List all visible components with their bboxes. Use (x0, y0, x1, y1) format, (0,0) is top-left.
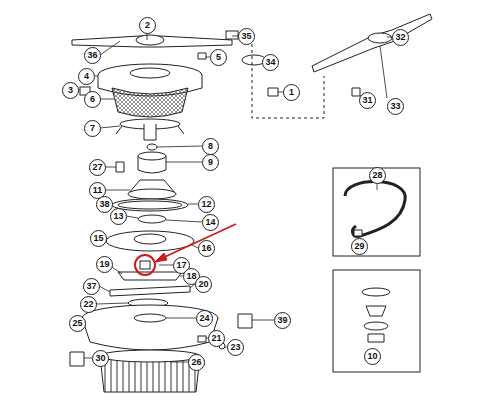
callout-number: 38 (96, 196, 113, 213)
callout-number: 5 (210, 49, 227, 66)
callout-number: 34 (262, 54, 279, 71)
callout-number: 39 (274, 312, 291, 329)
callout-number: 35 (238, 28, 255, 45)
callout-number: 9 (202, 154, 219, 171)
callout-number: 3 (62, 82, 79, 99)
callout-number: 26 (188, 354, 205, 371)
callout-number: 7 (84, 120, 101, 137)
callout-number: 25 (69, 315, 86, 332)
callout-number: 22 (80, 296, 97, 313)
callout-number: 30 (92, 350, 109, 367)
callout-number: 6 (84, 91, 101, 108)
callout-number: 23 (227, 339, 244, 356)
callout-number: 16 (198, 240, 215, 257)
callout-number: 37 (83, 278, 100, 295)
callout-number: 24 (196, 310, 213, 327)
callout-number: 36 (84, 47, 101, 64)
callout-number: 4 (78, 68, 95, 85)
callout-number: 27 (89, 159, 106, 176)
callout-number: 32 (392, 29, 409, 46)
callout-number: 12 (198, 196, 215, 213)
callout-number: 15 (90, 230, 107, 247)
callout-number: 8 (202, 138, 219, 155)
callout-number: 1 (283, 84, 300, 101)
callout-number: 20 (195, 276, 212, 293)
callout-number: 2 (139, 17, 156, 34)
callout-number: 28 (369, 167, 386, 184)
callout-number: 14 (202, 214, 219, 231)
callout-number: 33 (387, 98, 404, 115)
callout-number: 21 (208, 330, 225, 347)
callout-number: 10 (364, 348, 381, 365)
callout-number: 31 (359, 92, 376, 109)
callout-number: 29 (351, 238, 368, 255)
callout-number: 19 (96, 256, 113, 273)
callout-number: 13 (110, 208, 127, 225)
